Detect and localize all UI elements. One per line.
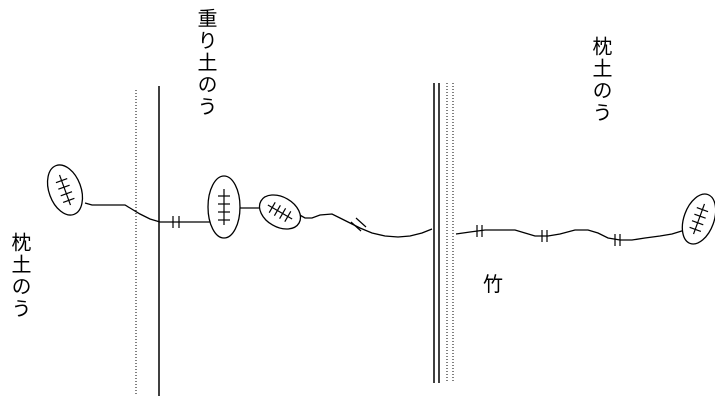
label-pillow-sandbag-right: 枕土のう xyxy=(589,36,613,124)
rope-segment-right xyxy=(455,229,686,241)
rope-tie-mark-2 xyxy=(350,217,367,232)
label-pillow-sandbag-left: 枕土のう xyxy=(8,232,32,320)
rope-tie-mark-4 xyxy=(541,230,548,242)
sandbag-pillow-left xyxy=(46,164,84,216)
rope-tie-mark-1 xyxy=(172,216,180,228)
sandbag-weight-1 xyxy=(207,175,241,239)
rope-segment-left xyxy=(84,202,210,223)
label-weight-sandbag: 重り土のう xyxy=(194,8,218,118)
label-bamboo: 竹 xyxy=(483,272,503,296)
sandbag-weight-2 xyxy=(258,194,302,230)
sandbag-pillow-right xyxy=(681,193,715,245)
rope-tie-mark-3 xyxy=(476,225,483,237)
rope-tie-mark-5 xyxy=(614,234,621,246)
